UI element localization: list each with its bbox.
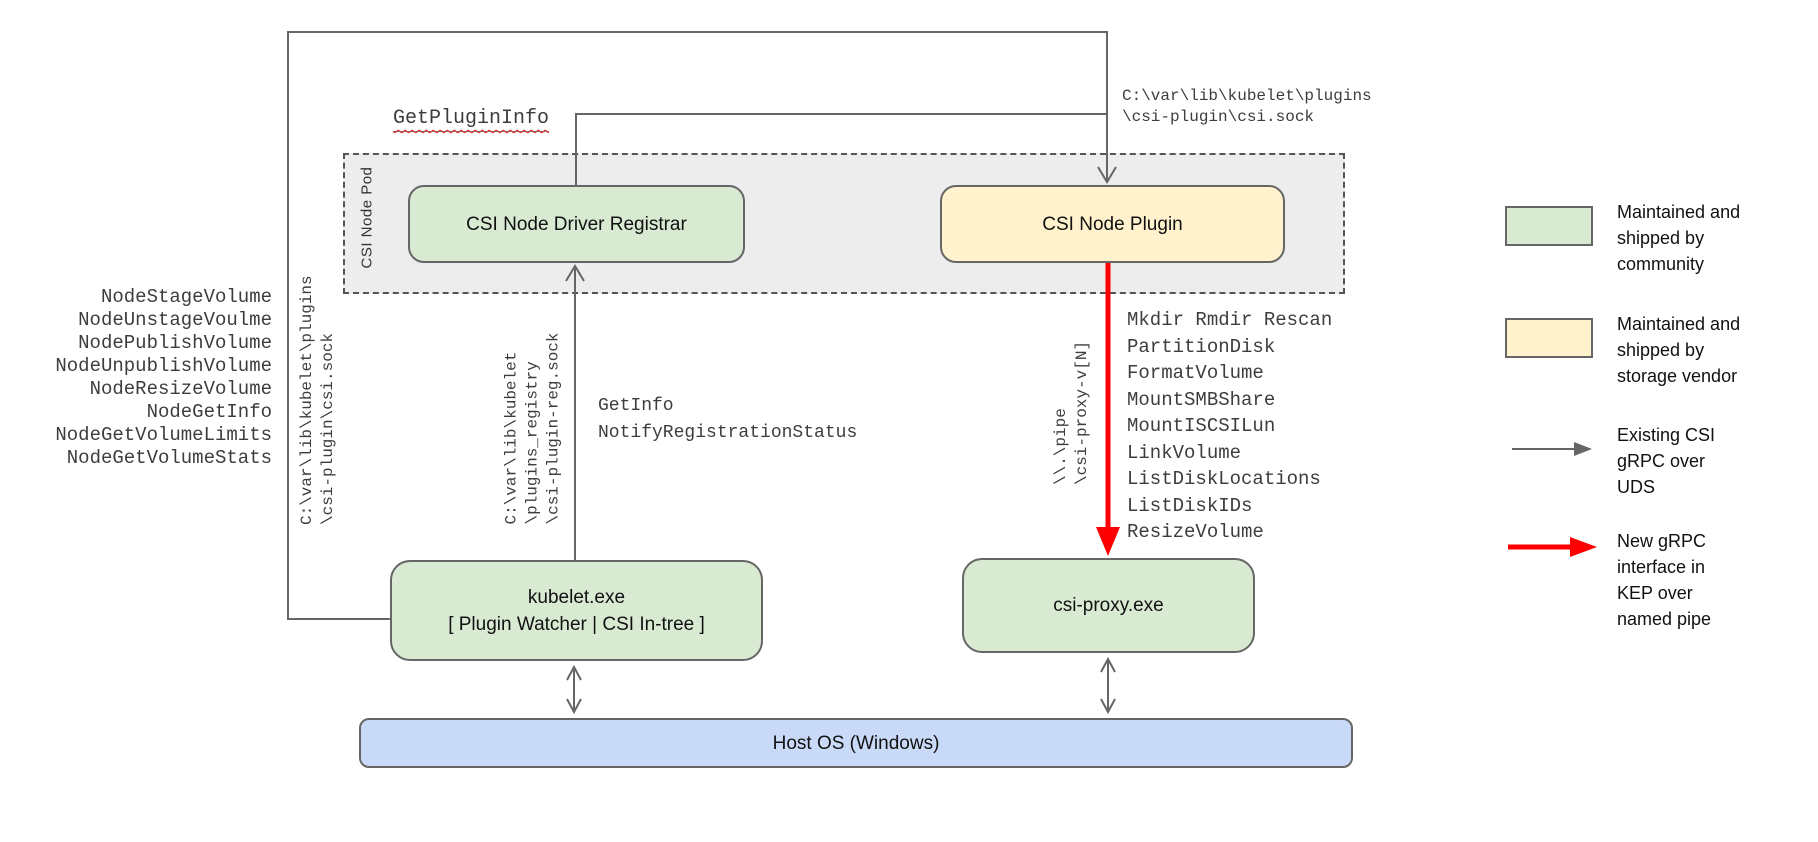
legend-uds-arrow-label: Existing CSI gRPC over UDS — [1617, 425, 1716, 497]
csi-node-driver-registrar-box: CSI Node Driver Registrar — [408, 185, 745, 263]
legend-named-pipe-arrow-label: New gRPC interface in KEP over named pip… — [1617, 531, 1712, 629]
named-pipe-label: \\.\pipe \csi-proxy-v[N] — [1052, 340, 1091, 485]
csiproxy-hostos-double-arrow — [1100, 656, 1116, 715]
kubelet-box: kubelet.exe [ Plugin Watcher | CSI In-tr… — [390, 560, 763, 661]
csi-node-pod-label: CSI Node Pod — [358, 166, 376, 269]
legend-gray-arrow-icon — [1512, 442, 1592, 456]
registrar-calls-label: GetInfo NotifyRegistrationStatus — [598, 396, 858, 443]
csi-sock-path-label-left: C:\var\lib\kubelet\plugins \csi-plugin\c… — [298, 275, 337, 525]
legend-community-swatch — [1505, 206, 1593, 246]
csi-proxy-calls-list: Mkdir Rmdir Rescan PartitionDisk FormatV… — [1127, 309, 1333, 543]
csi-sock-path-label-top: C:\var\lib\kubelet\plugins \csi-plugin\c… — [1122, 87, 1372, 126]
plugin-to-csiproxy-named-pipe-arrow — [1096, 263, 1120, 556]
kubelet-to-plugin-uds-loop-arrow — [287, 31, 1117, 620]
legend-red-arrow-icon — [1508, 537, 1597, 557]
csi-node-plugin-box: CSI Node Plugin — [940, 185, 1285, 263]
kubelet-hostos-double-arrow — [566, 664, 582, 715]
host-os-box: Host OS (Windows) — [359, 718, 1353, 768]
legend-vendor-swatch — [1505, 318, 1593, 358]
kubelet-to-registrar-arrow — [565, 264, 585, 560]
csi-proxy-box: csi-proxy.exe — [962, 558, 1255, 653]
node-csi-calls-list: NodeStageVolume NodeUnstageVoulme NodePu… — [55, 286, 272, 469]
legend-community-label: Maintained and shipped by community — [1617, 202, 1741, 274]
getplugininfo-label: GetPluginInfo — [393, 107, 550, 132]
registrar-getplugininfo-connector — [575, 113, 1106, 185]
registration-sock-path-label: C:\var\lib\kubelet \plugins_registry \cs… — [502, 332, 563, 525]
legend-vendor-label: Maintained and shipped by storage vendor — [1617, 314, 1741, 386]
